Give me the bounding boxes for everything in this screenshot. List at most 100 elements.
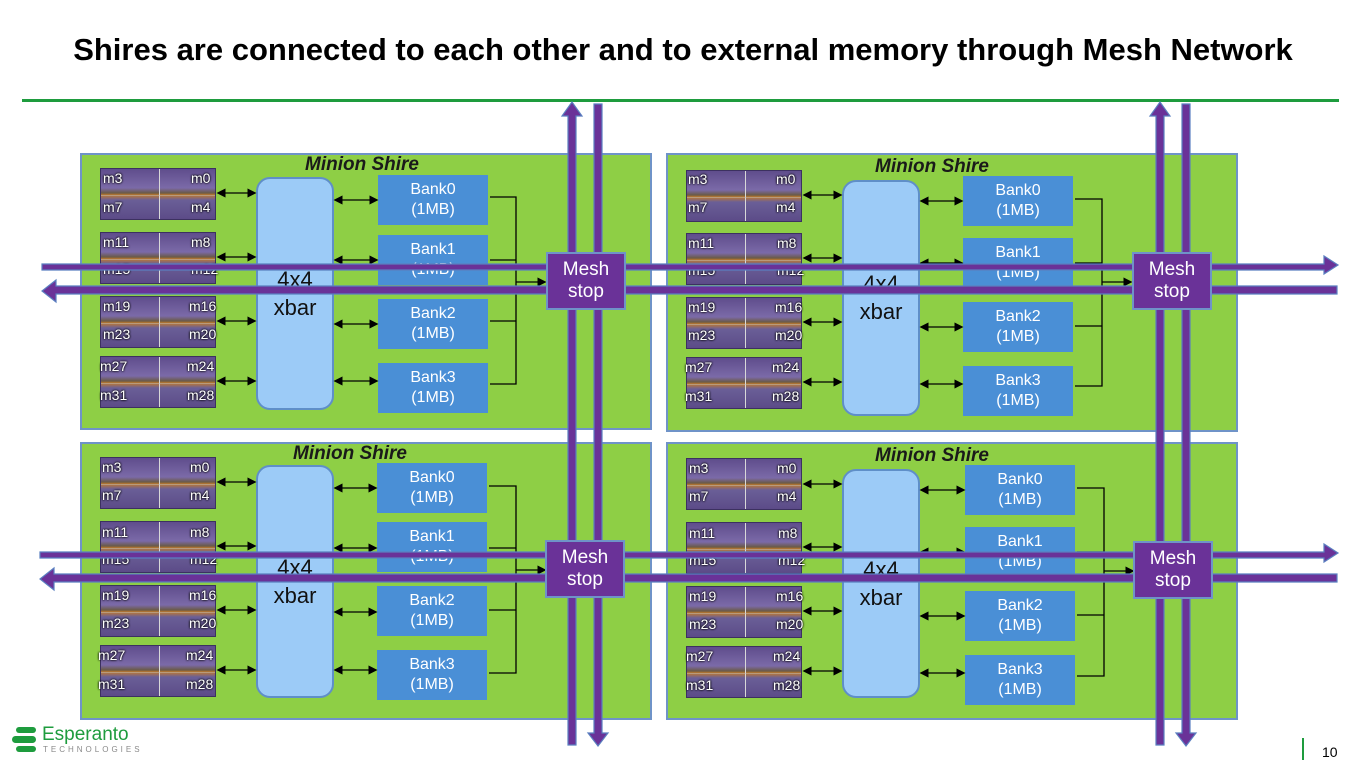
memory-bank: Bank0(1MB) xyxy=(378,175,488,225)
minion-chip xyxy=(686,233,802,285)
memory-bank: Bank3(1MB) xyxy=(965,655,1075,705)
minion-label: m3 xyxy=(102,459,122,475)
minion-chip xyxy=(100,645,216,697)
minion-label: m27 xyxy=(100,358,128,374)
minion-label: m28 xyxy=(773,677,801,693)
title-divider xyxy=(22,99,1339,102)
minion-label: m19 xyxy=(102,587,130,603)
memory-bank: Bank2(1MB) xyxy=(963,302,1073,352)
minion-label: m28 xyxy=(187,387,215,403)
minion-label: m23 xyxy=(688,327,716,343)
minion-label: m4 xyxy=(776,199,796,215)
minion-label: m3 xyxy=(689,460,709,476)
minion-chip xyxy=(100,356,216,408)
minion-chip xyxy=(686,357,802,409)
minion-label: m0 xyxy=(777,460,797,476)
minion-label: m11 xyxy=(688,235,715,251)
minion-label: m20 xyxy=(189,615,217,631)
xbar-label-line2: xbar xyxy=(859,584,903,610)
minion-chip xyxy=(100,232,216,284)
minion-label: m8 xyxy=(191,234,211,250)
minion-label: m20 xyxy=(776,616,804,632)
minion-chip xyxy=(100,457,216,509)
minion-chip xyxy=(100,296,216,348)
xbar-label-line2: xbar xyxy=(859,299,903,324)
minion-label: m7 xyxy=(688,199,708,215)
minion-label: m0 xyxy=(190,459,210,475)
minion-label: m16 xyxy=(189,587,217,603)
page-number-divider xyxy=(1302,738,1304,760)
minion-chip xyxy=(100,168,216,220)
memory-bank: Bank2(1MB) xyxy=(377,586,487,636)
minion-label: m11 xyxy=(103,234,130,250)
shire-label: Minion Shire xyxy=(875,156,989,177)
xbar-label-line2: xbar xyxy=(273,582,317,608)
minion-chip xyxy=(100,585,216,637)
minion-label: m3 xyxy=(688,171,708,187)
memory-bank: Bank1(1MB) xyxy=(963,238,1073,288)
minion-label: m31 xyxy=(686,677,714,693)
memory-bank: Bank1(1MB) xyxy=(377,522,487,572)
minion-label: m0 xyxy=(191,170,211,186)
minion-label: m16 xyxy=(189,298,217,314)
minion-label: m24 xyxy=(186,647,214,663)
minion-label: m7 xyxy=(689,488,709,504)
minion-label: m27 xyxy=(685,359,713,375)
minion-label: m31 xyxy=(100,387,128,403)
minion-chip xyxy=(686,458,802,510)
minion-label: m19 xyxy=(688,299,716,315)
minion-label: m24 xyxy=(773,648,801,664)
memory-bank: Bank3(1MB) xyxy=(963,366,1073,416)
minion-label: m7 xyxy=(103,199,123,215)
minion-label: m27 xyxy=(98,647,126,663)
memory-bank: Bank3(1MB) xyxy=(378,363,488,413)
minion-chip xyxy=(686,297,802,349)
memory-bank: Bank0(1MB) xyxy=(965,465,1075,515)
minion-label: m19 xyxy=(103,298,131,314)
memory-bank: Bank2(1MB) xyxy=(378,299,488,349)
minion-label: m20 xyxy=(775,327,803,343)
minion-label: m24 xyxy=(772,359,800,375)
minion-chip xyxy=(100,521,216,573)
minion-label: m0 xyxy=(776,171,796,187)
minion-label: m16 xyxy=(776,588,804,604)
shire-label: Minion Shire xyxy=(305,154,419,175)
esperanto-logo-icon xyxy=(12,727,36,752)
memory-bank: Bank0(1MB) xyxy=(377,463,487,513)
minion-chip xyxy=(686,586,802,638)
shire-label: Minion Shire xyxy=(293,443,407,464)
minion-label: m8 xyxy=(777,235,797,251)
minion-chip xyxy=(686,522,802,574)
xbar-label-line2: xbar xyxy=(273,294,317,320)
memory-bank: Bank3(1MB) xyxy=(377,650,487,700)
minion-label: m24 xyxy=(187,358,215,374)
minion-chip xyxy=(686,646,802,698)
minion-label: m27 xyxy=(686,648,714,664)
minion-label: m28 xyxy=(772,388,800,404)
minion-label: m23 xyxy=(103,326,131,342)
minion-label: m4 xyxy=(191,199,211,215)
minion-label: m4 xyxy=(777,488,797,504)
minion-label: m31 xyxy=(98,676,126,692)
minion-label: m4 xyxy=(190,487,210,503)
minion-label: m7 xyxy=(102,487,122,503)
minion-label: m31 xyxy=(685,388,713,404)
minion-label: m8 xyxy=(778,525,798,541)
minion-label: m8 xyxy=(190,524,210,540)
minion-label: m23 xyxy=(102,615,130,631)
minion-label: m28 xyxy=(186,676,214,692)
logo-subtitle: TECHNOLOGIES xyxy=(43,745,143,754)
shire-label: Minion Shire xyxy=(875,445,989,466)
minion-label: m11 xyxy=(689,525,716,541)
minion-label: m20 xyxy=(189,326,217,342)
page-number: 10 xyxy=(1322,744,1338,760)
minion-label: m19 xyxy=(689,588,717,604)
minion-label: m23 xyxy=(689,616,717,632)
logo-name: Esperanto xyxy=(42,724,129,745)
